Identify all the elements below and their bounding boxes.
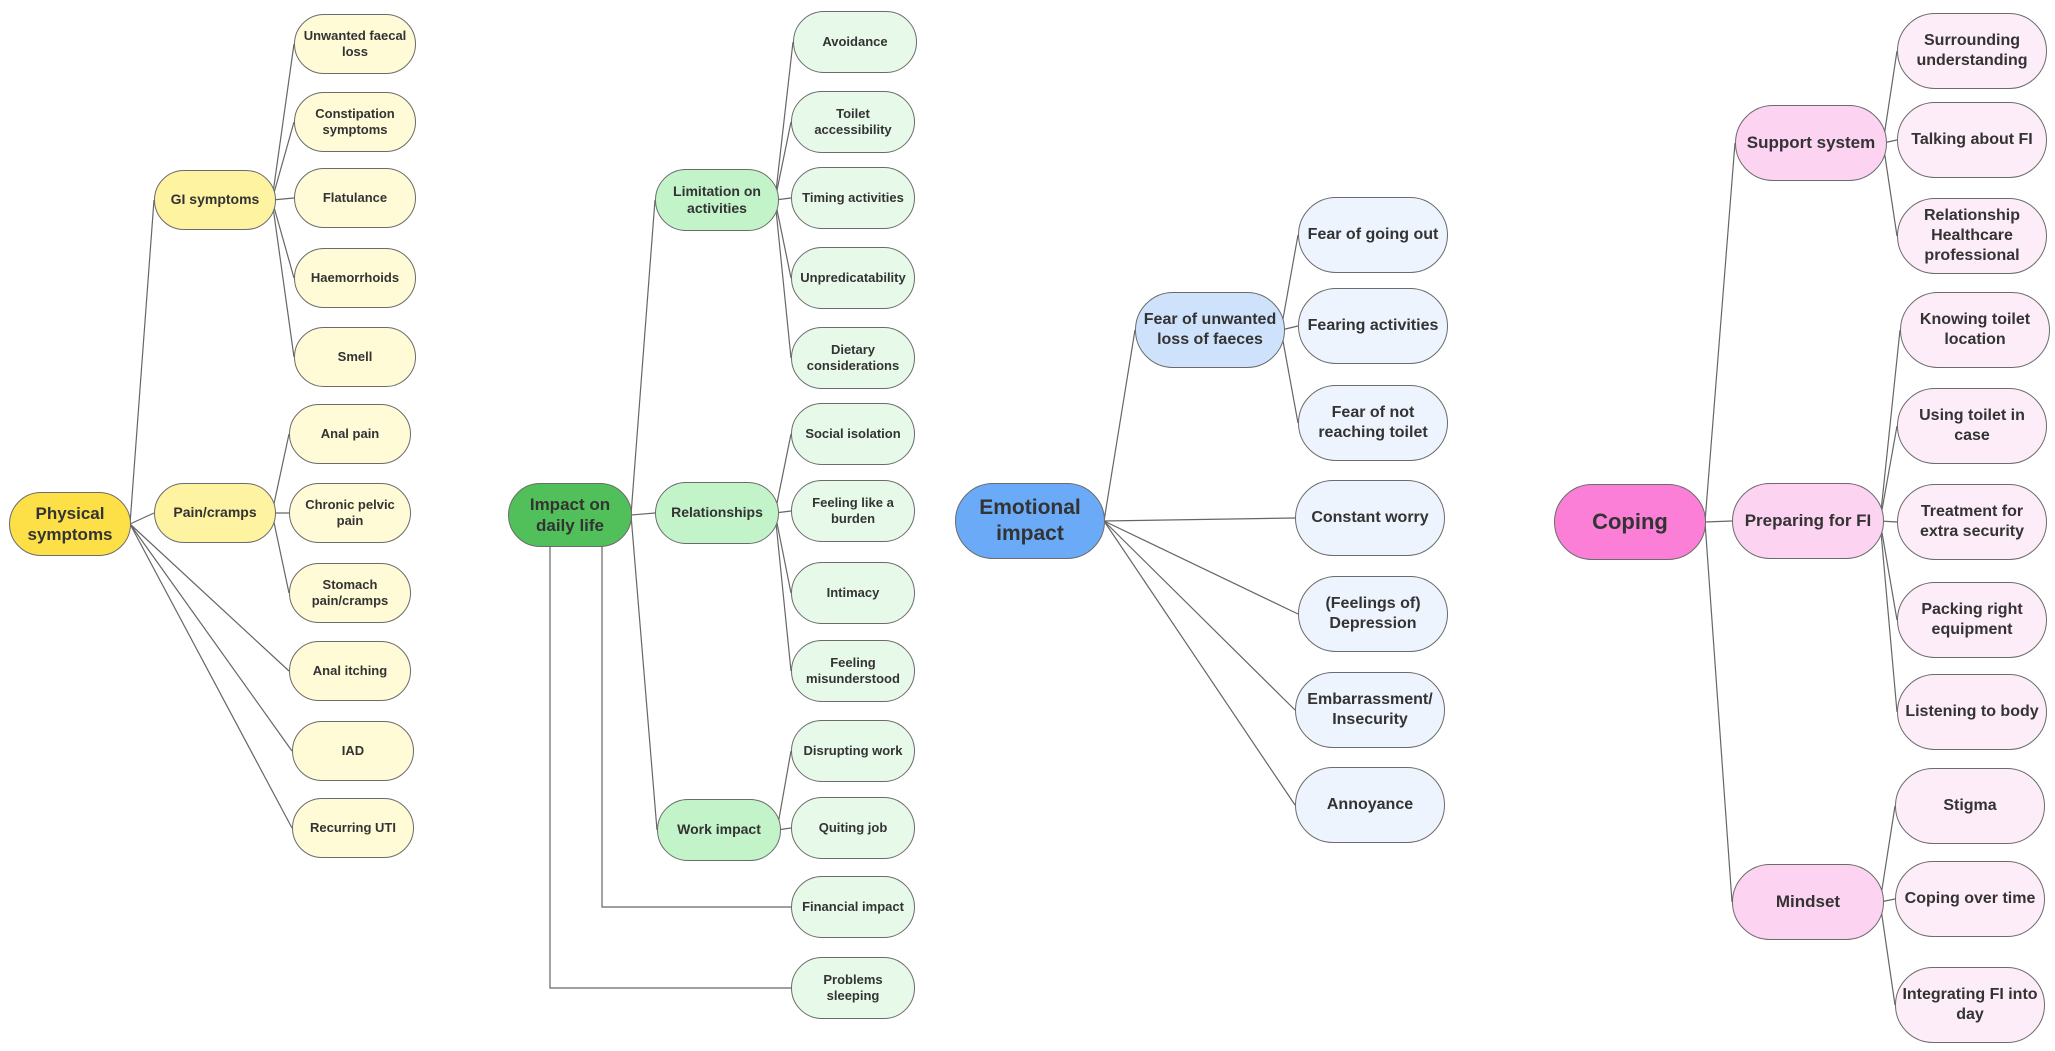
branch-preparing-for-fi: Preparing for FI: [1732, 483, 1884, 559]
root-physical-symptoms: Physical symptoms: [9, 492, 131, 556]
connector-line-23: [774, 512, 792, 672]
connector-line-10: [129, 523, 290, 672]
leaf-fear-of-not-reaching-toilet: Fear of not reaching toilet: [1298, 385, 1448, 461]
connector-line-43: [1879, 425, 1898, 522]
connector-line-48: [1879, 805, 1896, 903]
connector-line-35: [1103, 520, 1296, 711]
leaf-timing-activities: Timing activities: [791, 167, 915, 229]
connector-line-1: [271, 43, 295, 201]
connector-line-7: [271, 433, 290, 514]
leaf-disrupting-work: Disrupting work: [791, 720, 915, 782]
leaf-feeling-misunderstood: Feeling misunderstood: [791, 640, 915, 702]
connector-line-34: [1103, 520, 1299, 615]
connector-line-29: [1103, 329, 1136, 522]
connector-line-45: [1879, 520, 1898, 621]
connector-line-6: [129, 512, 155, 525]
branch-gi-symptoms: GI symptoms: [154, 170, 276, 230]
leaf-using-toilet-in-case: Using toilet in case: [1897, 388, 2047, 464]
connector-line-0: [129, 199, 155, 525]
leaf-problems-sleeping: Problems sleeping: [791, 957, 915, 1019]
connector-line-22: [774, 512, 792, 594]
connector-line-2: [271, 121, 295, 201]
connector-line-17: [774, 199, 792, 279]
branch-limitation-on-activities: Limitation on activities: [655, 169, 779, 231]
connector-line-14: [774, 41, 794, 201]
leaf-anal-pain: Anal pain: [289, 404, 411, 464]
branch-work-impact: Work impact: [657, 799, 781, 861]
connector-line-13: [630, 199, 656, 516]
connector-line-50: [1879, 901, 1896, 1006]
leaf-annoyance: Annoyance: [1295, 767, 1445, 843]
connector-line-38: [1882, 50, 1898, 144]
connector-line-36: [1103, 520, 1296, 806]
connector-line-25: [776, 750, 792, 831]
leaf-stigma: Stigma: [1895, 768, 2045, 844]
leaf-financial-impact: Financial impact: [791, 876, 915, 938]
leaf-chronic-pelvic-pain: Chronic pelvic pain: [289, 483, 411, 543]
leaf-fearing-activities: Fearing activities: [1298, 288, 1448, 364]
connector-line-5: [271, 199, 295, 358]
leaf-constant-worry: Constant worry: [1295, 480, 1445, 556]
leaf-iad: IAD: [292, 721, 414, 781]
leaf-avoidance: Avoidance: [793, 11, 917, 73]
connector-line-37: [1704, 142, 1736, 523]
leaf-relationship-healthcare-professional: Relationship Healthcare professional: [1897, 198, 2047, 274]
leaf-toilet-accessibility: Toilet accessibility: [791, 91, 915, 153]
leaf-flatulance: Flatulance: [294, 168, 416, 228]
leaf-constipation-symptoms: Constipation symptoms: [294, 92, 416, 152]
connector-line-12: [129, 523, 293, 829]
leaf-intimacy: Intimacy: [791, 562, 915, 624]
leaf-listening-to-body: Listening to body: [1897, 674, 2047, 750]
connector-line-9: [271, 512, 290, 594]
leaf-recurring-uti: Recurring UTI: [292, 798, 414, 858]
leaf-treatment-for-extra-security: Treatment for extra security: [1897, 484, 2047, 560]
connector-line-19: [630, 512, 656, 516]
leaf-anal-itching: Anal itching: [289, 641, 411, 701]
branch-mindset: Mindset: [1732, 864, 1884, 940]
leaf-integrating-fi-into-day: Integrating FI into day: [1895, 967, 2045, 1043]
connector-line-33: [1103, 517, 1296, 522]
connector-line-11: [129, 523, 293, 752]
branch-relationships: Relationships: [655, 482, 779, 544]
connector-line-46: [1879, 520, 1898, 713]
leaf-dietary-considerations: Dietary considerations: [791, 327, 915, 389]
connector-line-40: [1882, 142, 1898, 237]
leaf-fear-of-going-out: Fear of going out: [1298, 197, 1448, 273]
branch-fear-of-unwanted-loss: Fear of unwanted loss of faeces: [1135, 292, 1285, 368]
leaf-social-isolation: Social isolation: [791, 403, 915, 465]
leaf-feelings-of-depression: (Feelings of) Depression: [1298, 576, 1448, 652]
connector-line-47: [1704, 521, 1733, 903]
leaf-smell: Smell: [294, 327, 416, 387]
connector-line-4: [271, 199, 295, 279]
root-emotional-impact: Emotional impact: [955, 483, 1105, 559]
leaf-surrounding-understanding: Surrounding understanding: [1897, 13, 2047, 89]
root-coping: Coping: [1554, 484, 1706, 560]
connector-line-28: [549, 545, 791, 989]
leaf-haemorrhoids: Haemorrhoids: [294, 248, 416, 308]
leaf-stomach-pain-cramps: Stomach pain/cramps: [289, 563, 411, 623]
branch-support-system: Support system: [1735, 105, 1887, 181]
leaf-feeling-like-a-burden: Feeling like a burden: [791, 480, 915, 542]
leaf-talking-about-fi: Talking about FI: [1897, 102, 2047, 178]
connector-line-42: [1879, 329, 1901, 522]
connector-line-20: [774, 433, 792, 514]
connector-line-27: [601, 545, 791, 908]
connector-line-30: [1280, 234, 1299, 331]
leaf-packing-right-equipment: Packing right equipment: [1897, 582, 2047, 658]
connector-line-24: [630, 514, 658, 831]
root-impact-on-daily-life: Impact on daily life: [508, 483, 632, 547]
connector-line-18: [774, 199, 792, 359]
leaf-coping-over-time: Coping over time: [1895, 861, 2045, 937]
leaf-unpredicatability: Unpredicatability: [791, 247, 915, 309]
connector-line-15: [774, 121, 792, 201]
leaf-embarrassment-insecurity: Embarrassment/ Insecurity: [1295, 672, 1445, 748]
leaf-knowing-toilet-location: Knowing toilet location: [1900, 292, 2050, 368]
leaf-unwanted-faecal-loss: Unwanted faecal loss: [294, 14, 416, 74]
connector-line-32: [1280, 329, 1299, 424]
leaf-quiting-job: Quiting job: [791, 797, 915, 859]
connector-line-41: [1704, 520, 1733, 523]
branch-pain-cramps: Pain/cramps: [154, 483, 276, 543]
